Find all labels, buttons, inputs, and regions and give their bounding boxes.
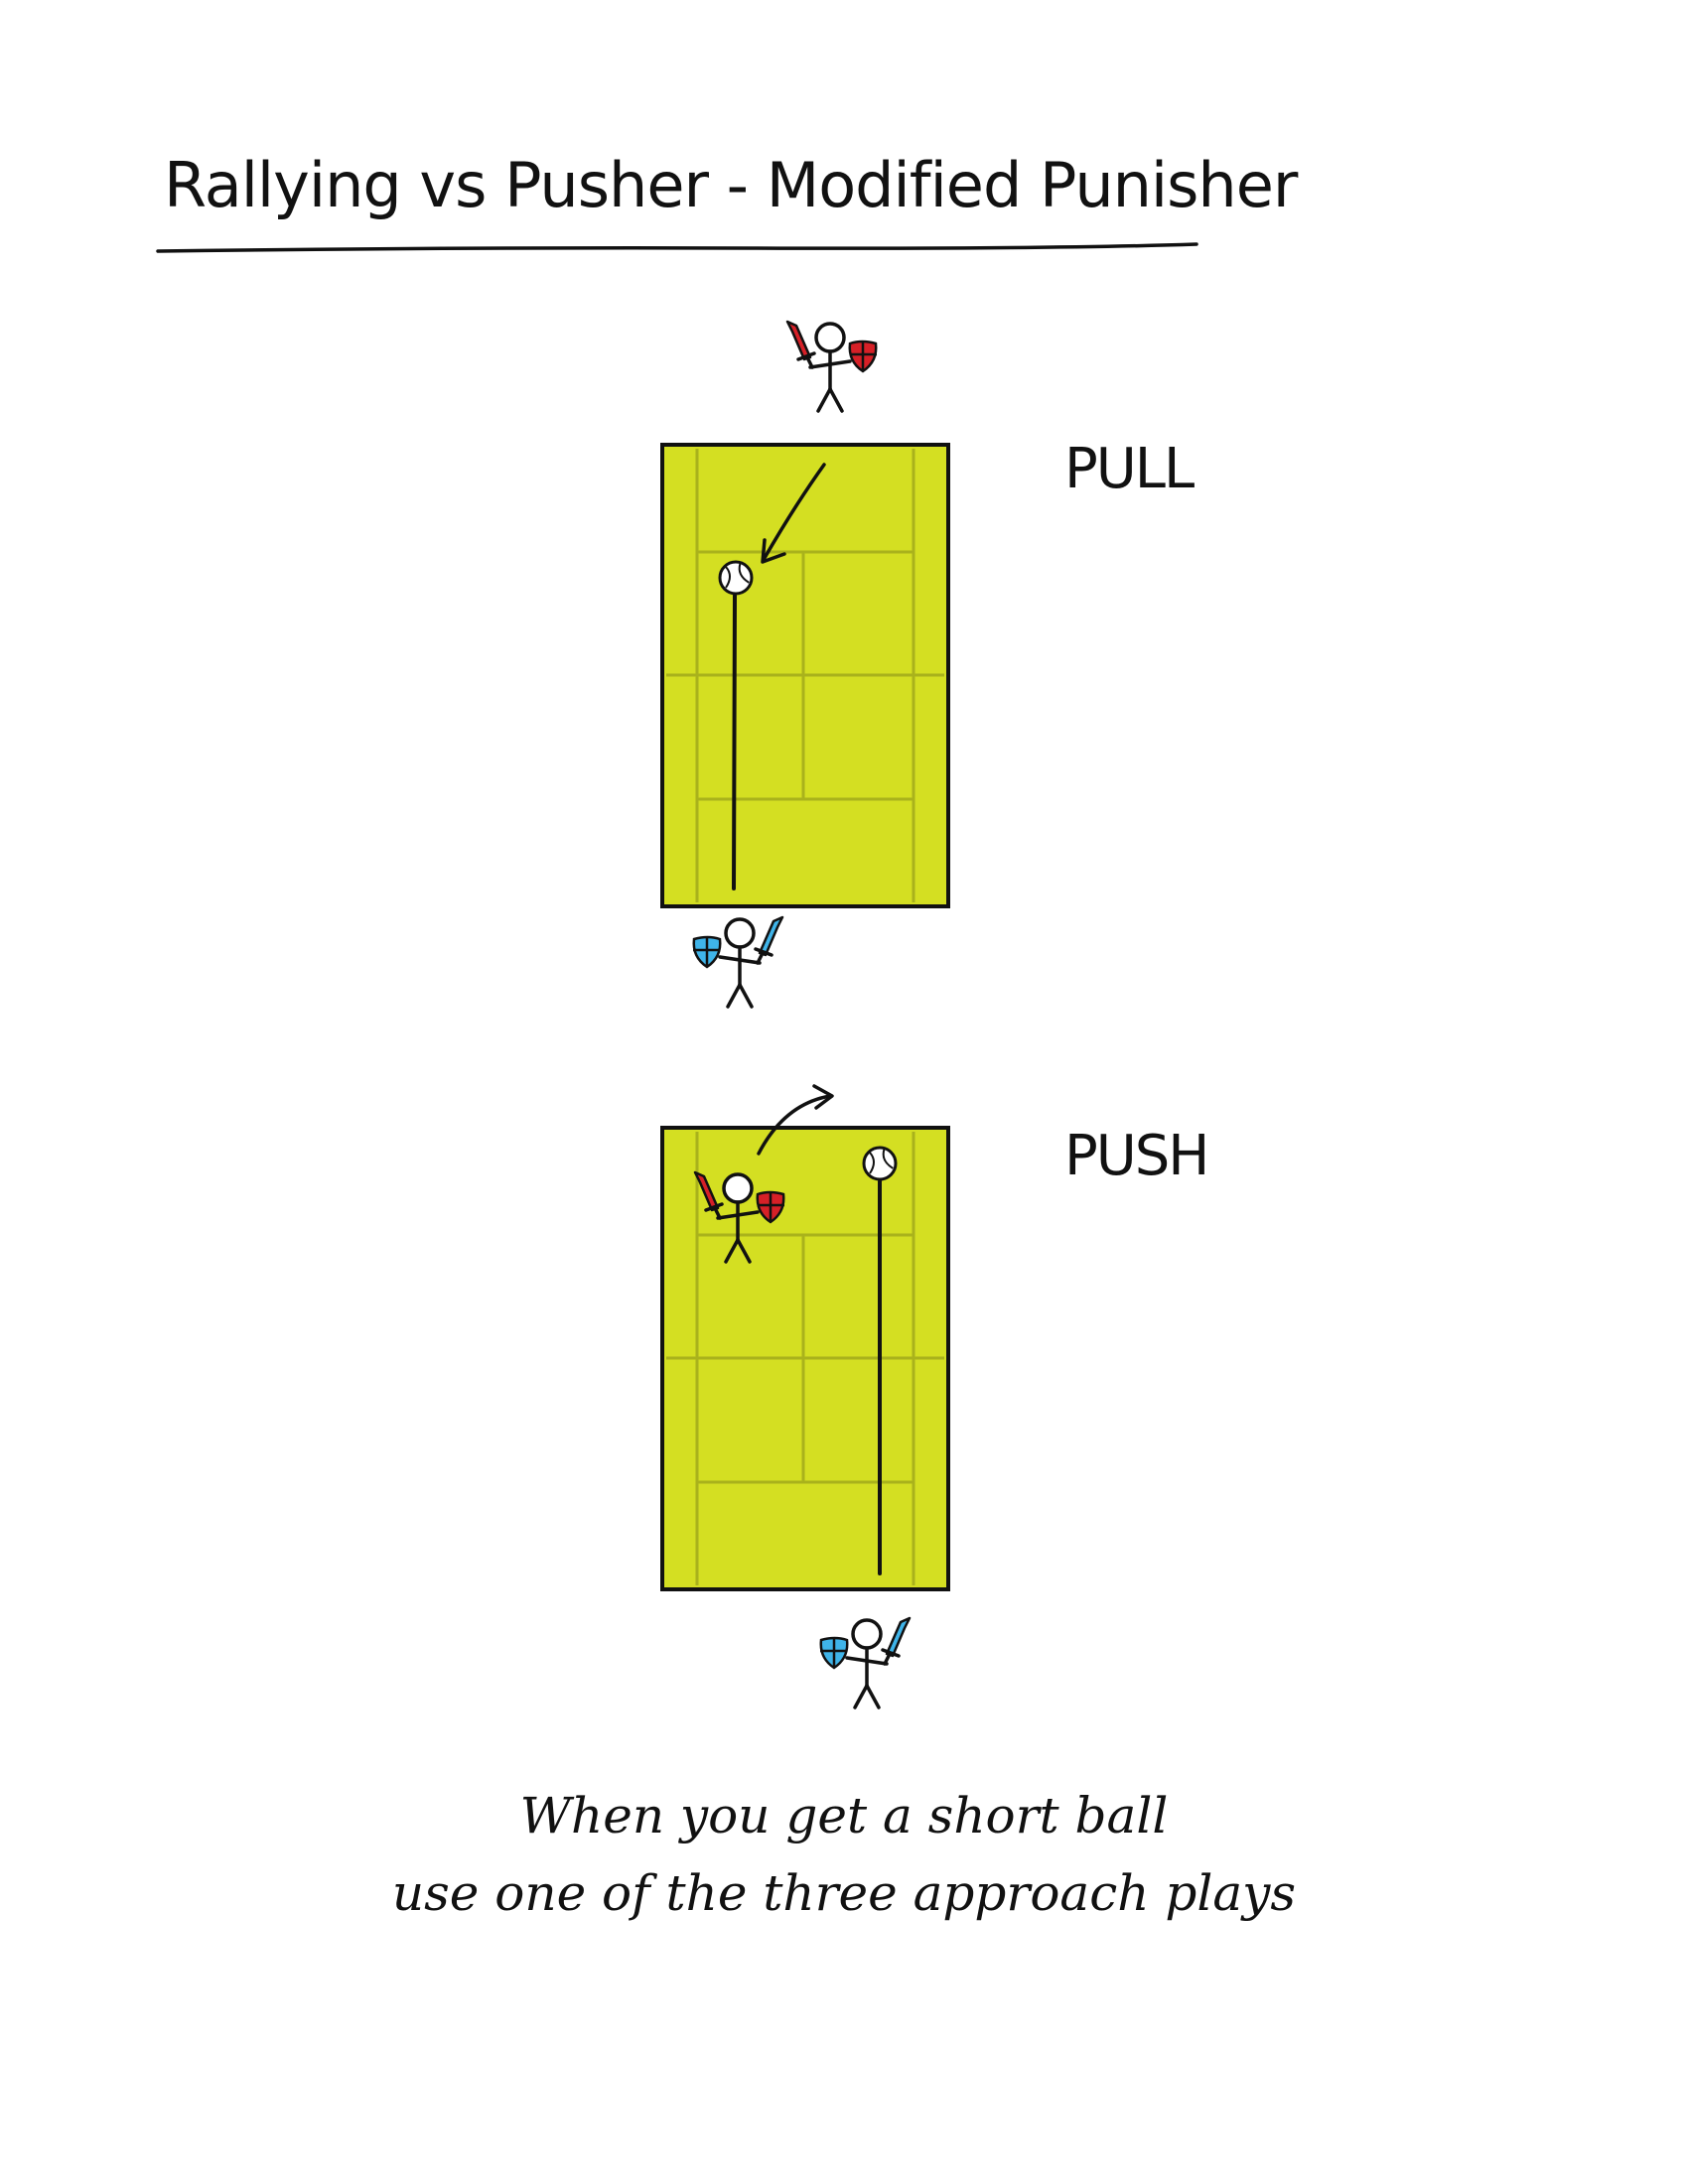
pull-label: PULL <box>1064 437 1195 501</box>
push-label: PUSH <box>1064 1124 1209 1188</box>
push-arrow <box>757 1094 832 1156</box>
caption-line-1: When you get a short ball <box>519 1787 1169 1844</box>
pull-arrow <box>763 463 826 560</box>
ball-push <box>862 1146 898 1181</box>
pull-court <box>660 443 950 908</box>
ball-pull <box>718 560 754 596</box>
player-figure-push <box>818 1616 912 1709</box>
caption-line-2: use one of the three approach plays <box>391 1864 1297 1922</box>
page-title: Rallying vs Pusher - Modified Punisher <box>164 149 1298 221</box>
player-figure-pull <box>691 915 784 1009</box>
ball-trajectory-pull <box>732 594 737 890</box>
opponent-figure-pull <box>785 320 879 413</box>
title-underline <box>156 242 1198 253</box>
